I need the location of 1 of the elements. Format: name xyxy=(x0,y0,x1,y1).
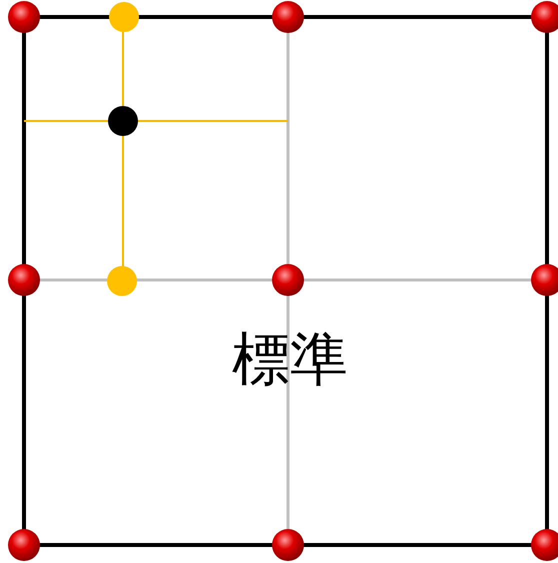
grid-label: 標準 xyxy=(231,325,349,395)
